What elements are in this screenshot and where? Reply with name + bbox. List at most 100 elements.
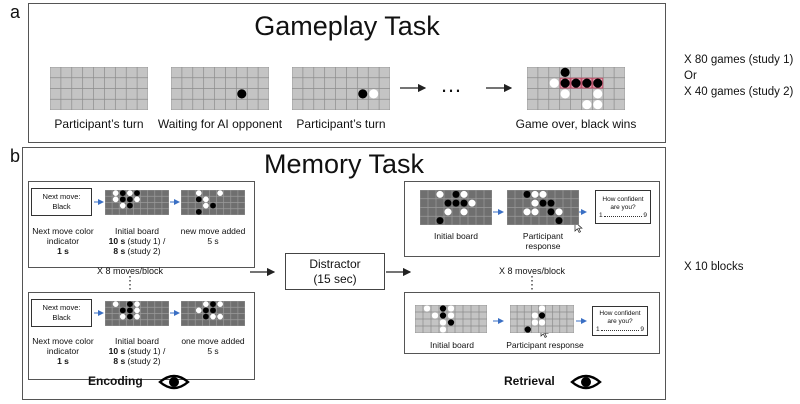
black-piece: [210, 307, 216, 314]
white-piece: [531, 319, 539, 326]
caption-study: (study 1) /: [125, 346, 166, 356]
white-piece: [195, 190, 202, 196]
black-piece: [119, 190, 126, 196]
white-piece: [112, 301, 119, 307]
white-piece: [195, 307, 202, 314]
black-piece: [436, 217, 444, 225]
white-piece: [555, 208, 563, 216]
black-piece: [593, 78, 603, 88]
caption-participant-turn: Participant’s turn: [54, 117, 144, 131]
gameplay-title: Gameplay Task: [254, 11, 440, 41]
caption-time: 10 s: [108, 236, 126, 246]
white-piece: [593, 100, 603, 110]
caption-study: (study 2): [125, 246, 161, 256]
black-piece: [127, 202, 133, 209]
white-piece: [134, 313, 140, 320]
caption-time: 5 s: [207, 236, 219, 246]
white-piece: [460, 208, 468, 216]
games-or: Or: [684, 70, 697, 82]
caption-line: one move added: [181, 336, 245, 346]
white-piece: [531, 208, 539, 216]
caption-time: 1 s: [57, 246, 69, 256]
white-piece: [134, 196, 140, 203]
caption-time: 8 s: [113, 356, 126, 366]
eye-icon: [158, 374, 190, 390]
games-count-note: X 80 games (study 1) Or X 40 games (stud…: [684, 52, 793, 100]
caption-study: (study 1) /: [125, 236, 166, 246]
scale-min: 1: [596, 326, 600, 333]
participant-response-caption: Participant response: [503, 231, 583, 251]
confidence-box: How confident are you? 1 9: [592, 306, 648, 336]
black-piece: [237, 89, 247, 99]
black-piece: [127, 301, 133, 307]
caption-waiting-ai: Waiting for AI opponent: [157, 117, 283, 131]
white-piece: [447, 305, 455, 312]
black-piece: [127, 307, 133, 314]
white-piece: [119, 202, 126, 209]
caption-line: indicator: [46, 236, 80, 246]
black-piece: [203, 313, 209, 320]
white-piece: [531, 199, 539, 207]
white-piece: [538, 319, 546, 326]
memory-board: [415, 305, 487, 333]
initial-board-caption: Initial board 10 s (study 1) / 8 s (stud…: [98, 226, 176, 256]
distractor-label: Distractor: [309, 257, 361, 271]
white-piece: [127, 190, 133, 196]
black-piece: [560, 67, 570, 77]
blocks-count-note: X 10 blocks: [684, 261, 744, 273]
caption-line: indicator: [46, 346, 80, 356]
white-piece: [444, 208, 452, 216]
memory-title: Memory Task: [263, 149, 425, 179]
indicator-line2: Black: [52, 313, 71, 322]
game-board: [527, 67, 625, 110]
indicator-line2: Black: [52, 202, 71, 211]
memory-board: [181, 301, 245, 326]
black-piece: [539, 199, 547, 207]
scale-line: [600, 329, 640, 331]
next-move-indicator: Next move: Black: [31, 299, 92, 327]
black-piece: [447, 319, 455, 326]
white-piece: [210, 313, 216, 320]
scale-line: [603, 215, 643, 217]
scale-min: 1: [599, 212, 603, 219]
confidence-scale[interactable]: 1 9: [596, 212, 650, 220]
black-piece: [524, 326, 531, 333]
indicator-caption: Next move color indicator 1 s: [28, 336, 98, 366]
white-piece: [447, 312, 455, 319]
black-piece: [523, 190, 531, 198]
confidence-question: How confident: [599, 310, 641, 317]
confidence-scale[interactable]: 1 9: [593, 326, 647, 334]
black-piece: [119, 196, 126, 203]
games-study2: X 40 games (study 2): [684, 86, 794, 98]
white-piece: [217, 190, 223, 196]
white-piece: [460, 190, 468, 198]
white-piece: [468, 199, 476, 207]
white-piece: [369, 89, 379, 99]
new-move-caption: new move added 5 s: [176, 226, 250, 246]
indicator-caption: Next move color indicator 1 s: [28, 226, 98, 256]
caption-line: Initial board: [115, 336, 159, 346]
memory-board: [181, 190, 245, 215]
indicator-line1: Next move:: [42, 192, 81, 201]
moves-per-block-right: X 8 moves/block: [498, 266, 566, 276]
confidence-question: How confident: [602, 196, 644, 203]
black-piece: [119, 307, 126, 314]
white-piece: [538, 305, 546, 312]
caption-line: Initial board: [115, 226, 159, 236]
game-board: [292, 67, 390, 110]
retrieval-label: Retrieval: [504, 374, 555, 388]
white-piece: [582, 100, 592, 110]
scale-max: 9: [640, 326, 644, 333]
black-piece: [195, 196, 202, 203]
white-piece: [531, 190, 539, 198]
white-piece: [217, 301, 223, 307]
caption-line: Next move color: [32, 226, 94, 236]
white-piece: [112, 190, 119, 196]
games-study1: X 80 games (study 1): [684, 54, 794, 66]
caption-line: Next move color: [32, 336, 94, 346]
black-piece: [210, 301, 216, 307]
white-piece: [523, 208, 531, 216]
confidence-question: are you?: [610, 204, 636, 211]
white-piece: [539, 190, 547, 198]
